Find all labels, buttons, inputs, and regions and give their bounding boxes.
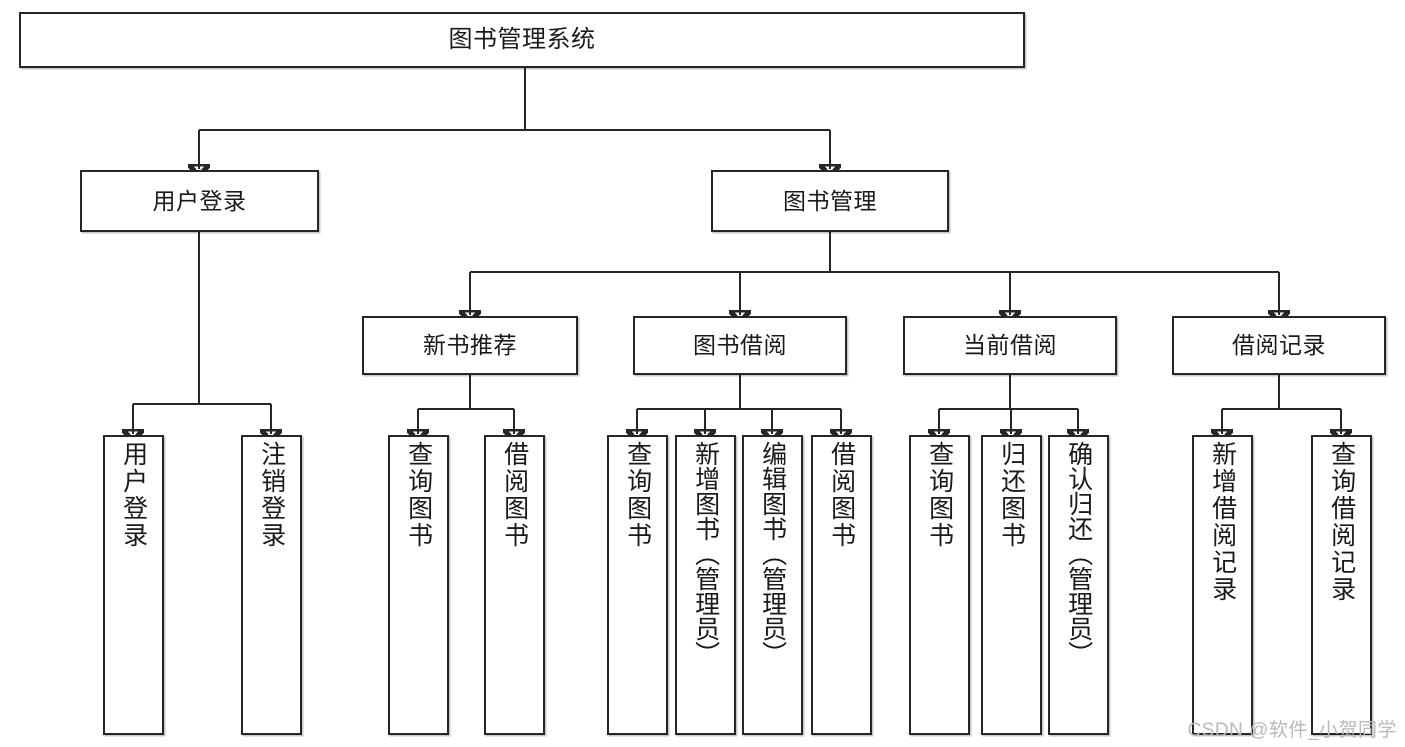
node-leaf-add-book-admin[interactable]: 新增图书（管理员）	[675, 435, 736, 735]
node-label: 查询图书	[623, 441, 652, 549]
node-leaf-edit-book-admin[interactable]: 编辑图书（管理员）	[742, 435, 803, 735]
node-label: 借阅图书	[827, 441, 856, 549]
node-label: 查询图书	[925, 441, 954, 549]
node-label: 新书推荐	[423, 332, 517, 359]
node-book-management[interactable]: 图书管理	[711, 170, 949, 232]
node-label: 新增图书（管理员）	[691, 441, 720, 666]
node-leaf-return-book[interactable]: 归还图书	[981, 435, 1042, 735]
node-leaf-confirm-return-admin[interactable]: 确认归还（管理员）	[1048, 435, 1109, 735]
node-leaf-borrow-book-borrowing[interactable]: 借阅图书	[811, 435, 872, 735]
node-user-login[interactable]: 用户登录	[80, 170, 319, 232]
node-label: 归还图书	[997, 441, 1026, 549]
node-leaf-logout[interactable]: 注销登录	[241, 435, 302, 735]
node-leaf-query-book-borrowing[interactable]: 查询图书	[607, 435, 668, 735]
node-label: 图书借阅	[693, 332, 787, 359]
node-label: 用户登录	[152, 187, 247, 214]
node-label: 新增借阅记录	[1208, 441, 1237, 603]
node-label: 查询图书	[404, 441, 433, 549]
node-root-book-management-system[interactable]: 图书管理系统	[19, 12, 1025, 68]
edge-group	[133, 68, 1341, 434]
node-label: 借阅图书	[500, 441, 529, 549]
node-new-book-recommendation[interactable]: 新书推荐	[362, 316, 578, 375]
node-label: 用户登录	[119, 441, 148, 549]
node-label: 注销登录	[257, 441, 286, 549]
node-label: 当前借阅	[963, 332, 1057, 359]
node-current-borrowing[interactable]: 当前借阅	[903, 316, 1117, 375]
node-leaf-query-book-recommendation[interactable]: 查询图书	[388, 435, 449, 735]
node-label: 查询借阅记录	[1327, 441, 1356, 603]
node-label: 图书管理	[783, 187, 877, 214]
node-leaf-user-login[interactable]: 用户登录	[103, 435, 164, 735]
node-leaf-add-borrowing-record[interactable]: 新增借阅记录	[1192, 435, 1253, 735]
node-leaf-query-borrowing-record[interactable]: 查询借阅记录	[1311, 435, 1372, 735]
node-label: 确认归还（管理员）	[1064, 441, 1093, 666]
node-label: 编辑图书（管理员）	[758, 441, 787, 666]
node-label: 图书管理系统	[448, 26, 596, 54]
node-label: 借阅记录	[1232, 332, 1326, 359]
node-leaf-query-book-current[interactable]: 查询图书	[909, 435, 970, 735]
watermark-text: CSDN @软件_小贺同学	[1187, 720, 1397, 741]
node-leaf-borrow-book-recommendation[interactable]: 借阅图书	[484, 435, 545, 735]
node-book-borrowing[interactable]: 图书借阅	[633, 316, 847, 375]
node-borrowing-record[interactable]: 借阅记录	[1172, 316, 1386, 375]
